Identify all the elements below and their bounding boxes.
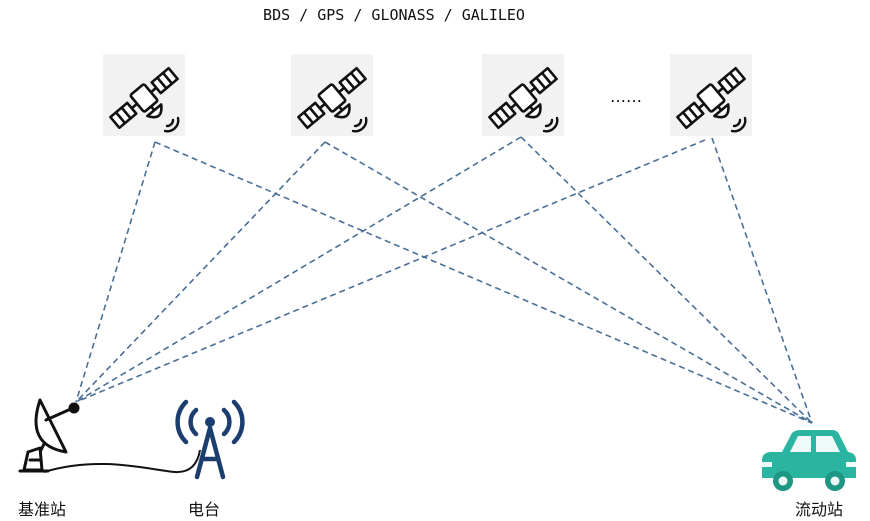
- link-sat1-base: [75, 141, 156, 403]
- link-sat4-rover: [711, 137, 813, 424]
- satellite-dish-icon: [18, 398, 80, 473]
- car-icon: [762, 430, 856, 491]
- more-satellites-ellipsis: ……: [610, 87, 642, 106]
- satellite-icon: [668, 52, 757, 142]
- link-sat1-rover: [154, 141, 813, 424]
- satellite-icon: [289, 52, 378, 142]
- base-station-label: 基准站: [18, 500, 66, 519]
- radio-cable: [43, 449, 201, 474]
- satellite-icon: [480, 52, 569, 142]
- radio-label: 电台: [188, 500, 220, 519]
- link-sat3-base: [75, 136, 522, 403]
- satellite-icon: [101, 52, 190, 142]
- link-sat2-base: [75, 141, 326, 403]
- constellation-title: BDS / GPS / GLONASS / GALILEO: [263, 6, 525, 24]
- signal-links: [75, 136, 813, 424]
- radio-tower-icon: [175, 399, 245, 480]
- rover-label: 流动站: [795, 500, 843, 519]
- link-sat4-base: [75, 139, 706, 403]
- link-sat2-rover: [324, 141, 813, 424]
- link-sat3-rover: [520, 136, 813, 424]
